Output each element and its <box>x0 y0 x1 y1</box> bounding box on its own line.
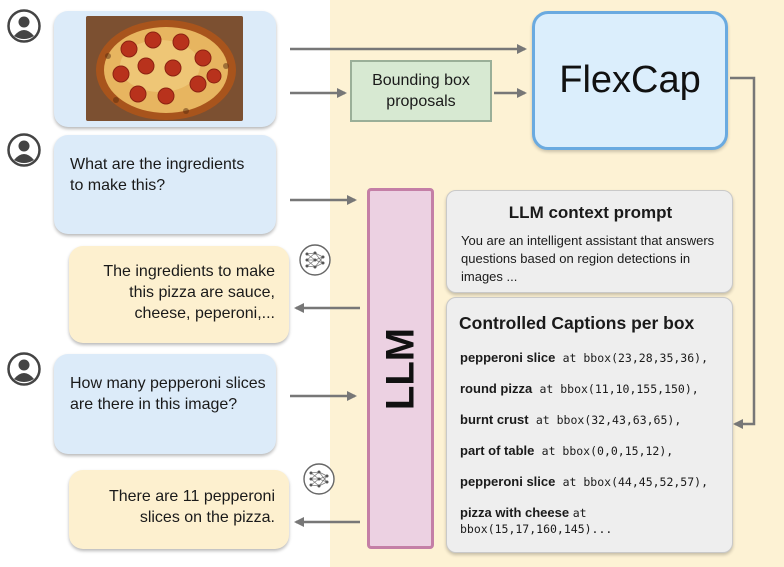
user-avatar-icon <box>7 9 41 43</box>
caption-row: burnt crust at bbox(32,43,63,65), <box>460 412 682 427</box>
question-bubble: What are the ingredients to make this? <box>54 135 276 234</box>
answer-text: The ingredients to make this pizza are s… <box>103 263 275 322</box>
llm-context-prompt-card: LLM context prompt You are an intelligen… <box>446 190 733 293</box>
bounding-box-proposals: Bounding box proposals <box>350 60 492 122</box>
question-text: What are the ingredients to make this? <box>70 156 245 194</box>
context-text: You are an intelligent assistant that an… <box>461 233 715 284</box>
question-bubble: How many pepperoni slices are there in t… <box>54 354 276 454</box>
neural-network-icon <box>303 463 335 495</box>
question-text: How many pepperoni slices are there in t… <box>70 375 266 413</box>
llm-block: LLM <box>367 188 434 549</box>
caption-row: pizza with cheese at <box>460 505 587 520</box>
llm-label: LLM <box>378 327 422 410</box>
caption-row: pepperoni slice at bbox(23,28,35,36), <box>460 350 709 365</box>
caption-row-continuation: bbox(15,17,160,145)... <box>460 522 613 536</box>
context-title: LLM context prompt <box>508 203 673 222</box>
answer-bubble: The ingredients to make this pizza are s… <box>69 246 289 343</box>
captions-title: Controlled Captions per box <box>459 313 695 333</box>
user-avatar-icon <box>7 352 41 386</box>
pizza-image <box>86 16 243 121</box>
caption-row: pepperoni slice at bbox(44,45,52,57), <box>460 474 709 489</box>
flexcap-label: FlexCap <box>559 59 701 101</box>
flexcap-model: FlexCap <box>532 11 728 150</box>
caption-row: part of table at bbox(0,0,15,12), <box>460 443 674 458</box>
user-avatar-icon <box>7 133 41 167</box>
neural-network-icon <box>299 244 331 276</box>
answer-bubble: There are 11 pepperoni slices on the piz… <box>69 470 289 549</box>
arrow-flexcap-to-captions <box>730 76 756 429</box>
caption-row: round pizza at bbox(11,10,155,150), <box>460 381 699 396</box>
answer-text: There are 11 pepperoni slices on the piz… <box>108 488 275 526</box>
controlled-captions-card: Controlled Captions per box pepperoni sl… <box>446 297 733 553</box>
